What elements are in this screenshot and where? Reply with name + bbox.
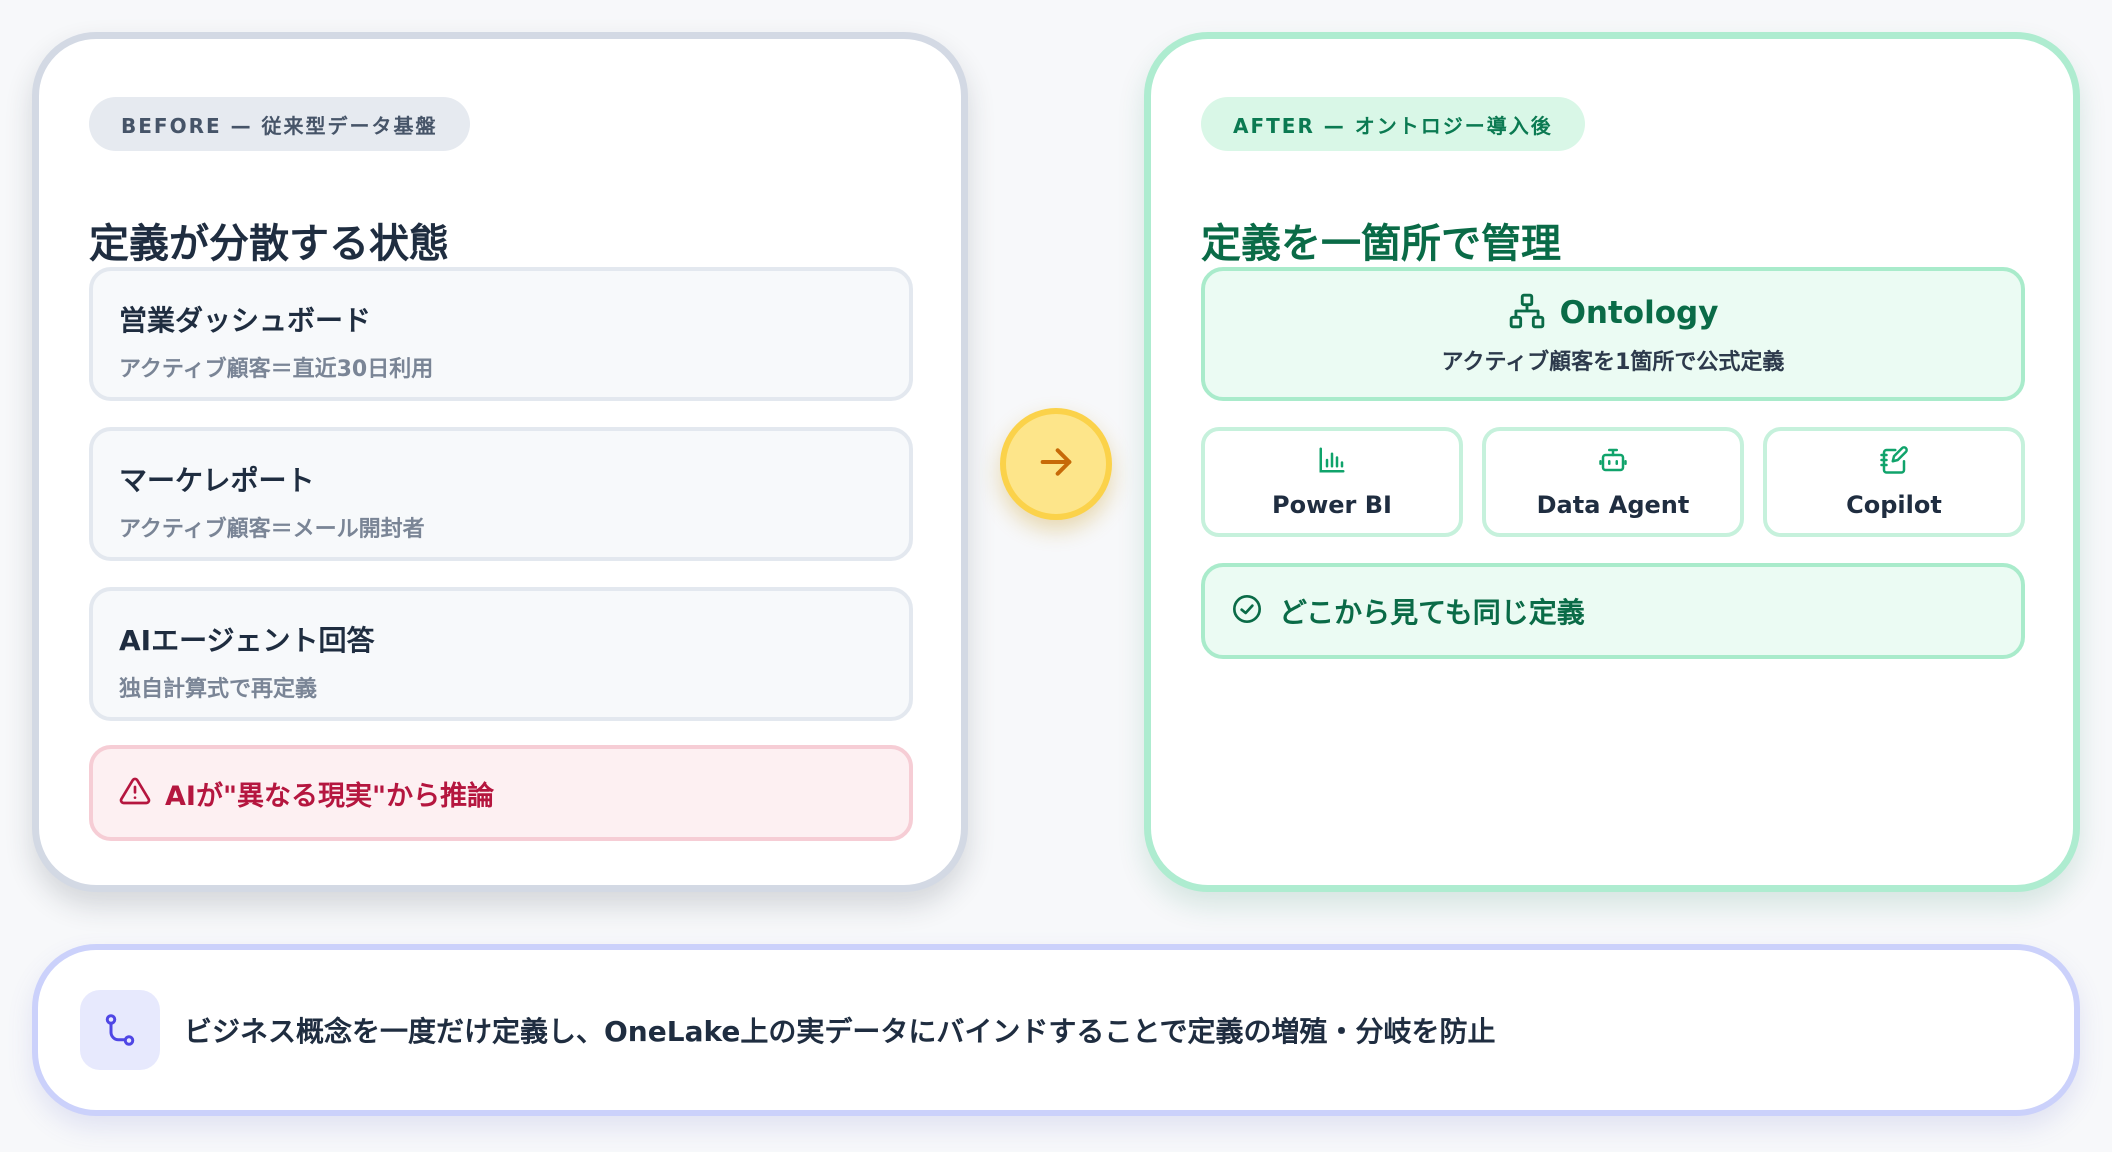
tool-label: Copilot xyxy=(1846,491,1942,519)
before-card-sales-dashboard: 営業ダッシュボード アクティブ顧客＝直近30日利用 xyxy=(89,267,913,401)
route-icon xyxy=(80,990,160,1070)
ontology-name: Ontology xyxy=(1559,295,1719,331)
card-title: AIエージェント回答 xyxy=(119,624,375,657)
same-definition-card: どこから見ても同じ定義 xyxy=(1201,563,2025,659)
tool-label: Power BI xyxy=(1272,491,1392,519)
card-title: マーケレポート xyxy=(119,464,315,497)
before-badge: BEFORE — 従来型データ基盤 xyxy=(89,97,470,151)
hierarchy-icon xyxy=(1508,292,1546,334)
card-subtitle: アクティブ顧客＝メール開封者 xyxy=(119,517,425,542)
ontology-card: Ontology アクティブ顧客を1箇所で公式定義 xyxy=(1201,267,2025,401)
ontology-subtitle: アクティブ顧客を1箇所で公式定義 xyxy=(1441,350,1785,375)
before-card-marketing-report: マーケレポート アクティブ顧客＝メール開封者 xyxy=(89,427,913,561)
tool-label: Data Agent xyxy=(1536,491,1690,519)
transition-arrow xyxy=(1000,408,1112,520)
summary-bar: ビジネス概念を一度だけ定義し、OneLake上の実データにバインドすることで定義… xyxy=(32,944,2080,1116)
tool-data-agent: Data Agent xyxy=(1482,427,1744,537)
after-badge: AFTER — オントロジー導入後 xyxy=(1201,97,1585,151)
before-card-ai-agent: AIエージェント回答 独自計算式で再定義 xyxy=(89,587,913,721)
warning-triangle-icon xyxy=(119,775,151,811)
robot-icon xyxy=(1598,445,1628,479)
before-alert: AIが"異なる現実"から推論 xyxy=(89,745,913,841)
tool-power-bi: Power BI xyxy=(1201,427,1463,537)
check-circle-icon xyxy=(1231,593,1263,629)
after-title: 定義を一箇所で管理 xyxy=(1201,221,1561,267)
before-title: 定義が分散する状態 xyxy=(89,221,449,267)
notebook-pen-icon xyxy=(1879,445,1909,479)
same-definition-text: どこから見ても同じ定義 xyxy=(1279,596,1585,629)
after-panel: AFTER — オントロジー導入後 定義を一箇所で管理 Ontology アクテ… xyxy=(1144,32,2080,892)
summary-text: ビジネス概念を一度だけ定義し、OneLake上の実データにバインドすることで定義… xyxy=(184,1015,1496,1048)
alert-text: AIが"異なる現実"から推論 xyxy=(165,780,495,812)
arrow-right-icon xyxy=(1036,442,1076,486)
bar-chart-icon xyxy=(1317,445,1347,479)
before-panel: BEFORE — 従来型データ基盤 定義が分散する状態 営業ダッシュボード アク… xyxy=(32,32,968,892)
card-title: 営業ダッシュボード xyxy=(119,304,372,337)
card-subtitle: アクティブ顧客＝直近30日利用 xyxy=(119,357,434,382)
card-subtitle: 独自計算式で再定義 xyxy=(119,677,318,702)
tool-copilot: Copilot xyxy=(1763,427,2025,537)
